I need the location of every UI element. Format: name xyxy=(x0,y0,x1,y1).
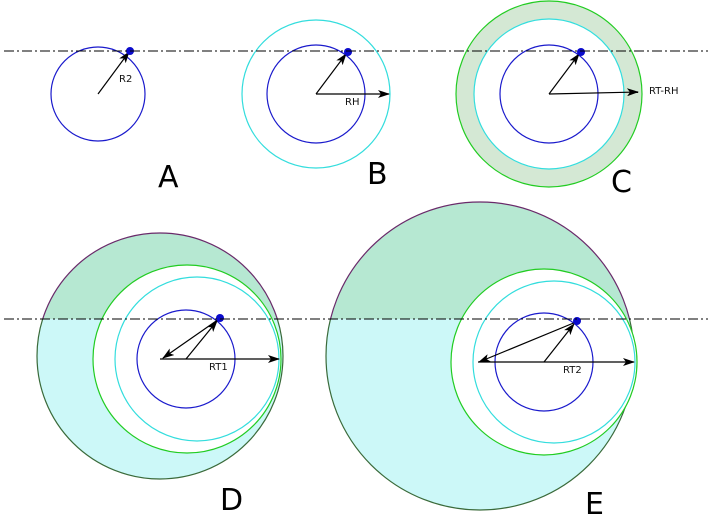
d-point xyxy=(216,314,224,322)
d-radius-label: RT1 xyxy=(209,362,228,373)
a-radius-label: R2 xyxy=(119,74,132,85)
e-point xyxy=(573,317,581,325)
e-letter: E xyxy=(585,487,604,518)
c-green-circle xyxy=(455,0,643,188)
diagram-c: RT-RH C xyxy=(455,0,679,200)
c-radius-arrow-1 xyxy=(548,53,580,95)
b-letter: B xyxy=(367,157,388,192)
a-radius-arrow xyxy=(97,51,130,95)
c-inner-circle xyxy=(499,44,599,144)
d-letter: D xyxy=(220,483,243,518)
c-radius-arrow-2 xyxy=(548,88,639,97)
a-letter: A xyxy=(158,160,179,195)
c-radius-label: RT-RH xyxy=(649,86,679,97)
b-cyan-circle xyxy=(241,19,391,169)
e-radius-arrow-2 xyxy=(478,321,577,363)
d-radius-arrow-2 xyxy=(162,318,220,359)
b-point xyxy=(344,48,352,56)
a-inner-circle xyxy=(50,46,146,142)
e-radius-arrow-1 xyxy=(543,323,575,363)
diagram-b: RH B xyxy=(241,19,391,192)
c-letter: C xyxy=(611,165,632,200)
e-radius-label: RT2 xyxy=(563,365,582,376)
diagram-a: R2 A xyxy=(50,46,179,195)
b-radius-arrow-1 xyxy=(315,53,347,95)
diagram-d: RT1 D xyxy=(36,232,284,518)
d-radius-arrow-1 xyxy=(185,320,218,360)
c-point xyxy=(577,48,585,56)
b-radius-label: RH xyxy=(345,97,359,108)
diagram-e: RT2 E xyxy=(325,201,638,518)
